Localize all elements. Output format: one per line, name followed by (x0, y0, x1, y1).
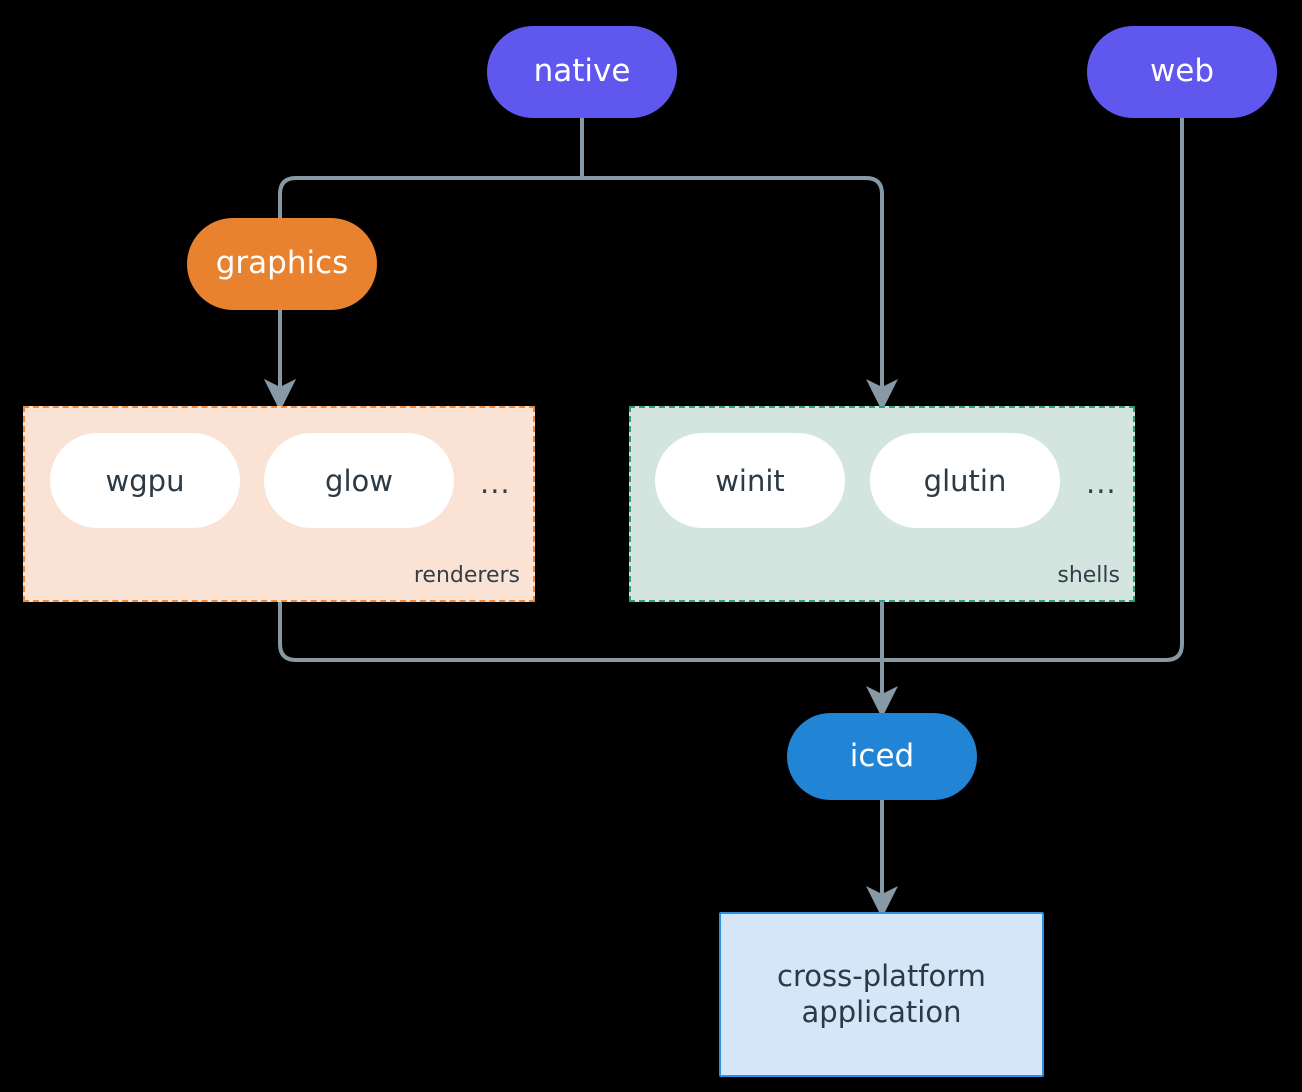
shells-overflow-ellipsis: ... (1086, 466, 1117, 500)
cluster-renderers-label: renderers (413, 563, 520, 588)
node-glow[interactable]: glow (264, 433, 454, 528)
cluster-shells-label: shells (1057, 563, 1120, 588)
node-web[interactable]: web (1087, 26, 1277, 118)
application-label-line1: cross-platform (777, 959, 986, 994)
node-winit[interactable]: winit (655, 433, 845, 528)
edge-native-to-graphics (278, 116, 584, 198)
node-iced[interactable]: iced (787, 713, 977, 800)
node-cross-platform-application[interactable]: cross-platform application (719, 912, 1044, 1077)
node-glutin[interactable]: glutin (870, 433, 1060, 528)
application-label-line2: application (801, 994, 962, 1029)
edge-native-to-shells (580, 176, 884, 198)
renderers-overflow-ellipsis: ... (480, 466, 511, 500)
node-wgpu[interactable]: wgpu (50, 433, 240, 528)
node-graphics[interactable]: graphics (187, 218, 377, 310)
edge-renderers-to-iced (278, 600, 882, 662)
node-native[interactable]: native (487, 26, 677, 118)
